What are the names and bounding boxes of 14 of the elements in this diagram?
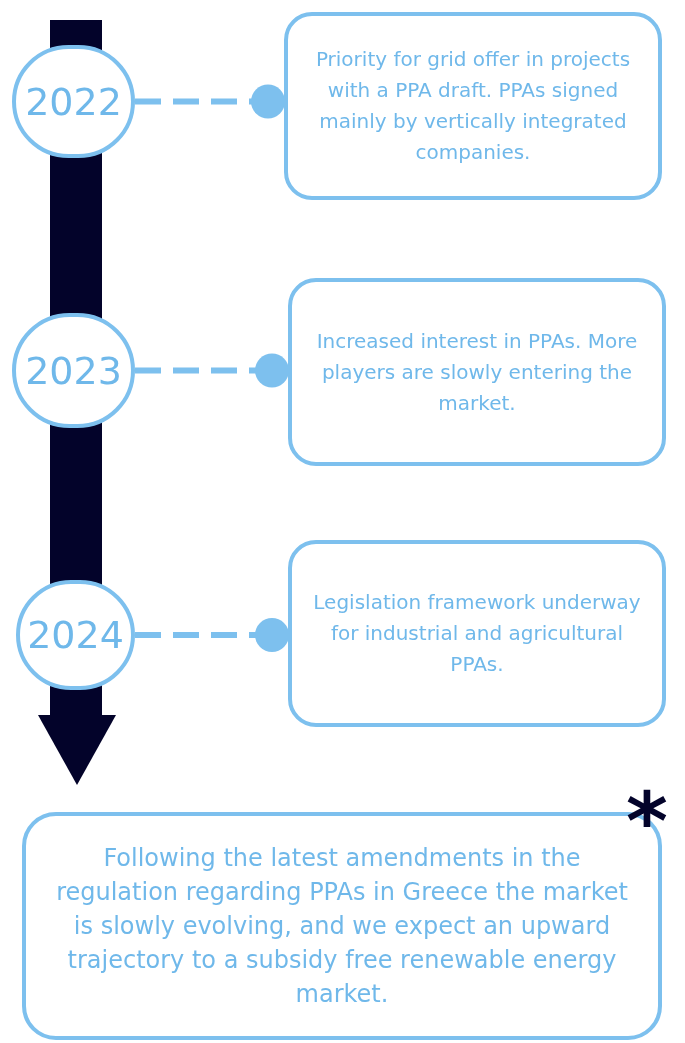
description-text: Priority for grid offer in projects with a PPA draft. PPAs signed mainly by vertically integrated companies.: [314, 46, 632, 166]
description-text: Following the latest amendments in the regulation regarding PPAs in Greece the market is slowly evolving, and we expect an upward trajectory to a subsidy free renewable energy market.: [55, 843, 629, 1010]
year-label: 2024: [27, 616, 124, 654]
dashed-connector: [135, 353, 289, 388]
year-label: 2022: [25, 82, 122, 121]
text-card: [284, 12, 662, 200]
year-label: 2023: [25, 351, 122, 390]
text-card: [288, 278, 666, 466]
description-text: Legislation framework underway for industrial and agricultural PPAs.: [312, 589, 642, 678]
dashed-connector: [135, 84, 285, 119]
dashed-connector: [135, 618, 289, 652]
asterisk-mark: *: [626, 782, 668, 862]
description-text: Increased interest in PPAs. More players are slowly entering the market.: [315, 327, 639, 417]
text-card: [288, 540, 666, 727]
